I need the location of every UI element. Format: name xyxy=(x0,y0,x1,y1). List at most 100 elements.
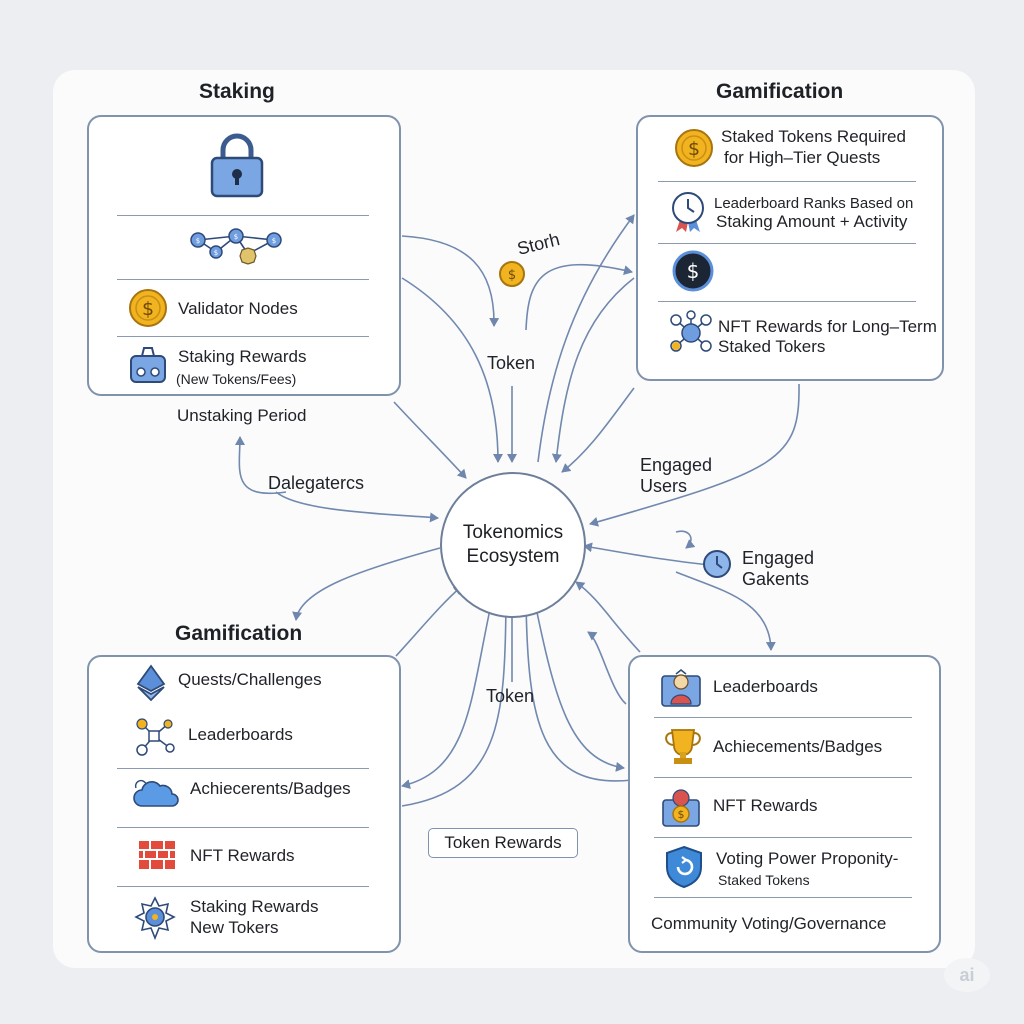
arrow-gamification-to-center-2 xyxy=(551,277,635,463)
arrow-governance-bottom-to-center xyxy=(587,631,627,705)
gamification-bottom-title: Gamification xyxy=(175,622,303,645)
svg-text:$: $ xyxy=(196,237,200,245)
svg-text:$: $ xyxy=(272,237,276,245)
watermark-logo: ai xyxy=(944,958,990,992)
svg-text:$: $ xyxy=(687,259,700,283)
arrow-gamification-to-center xyxy=(561,387,635,473)
dark-coin-icon: $ xyxy=(672,250,714,292)
arrow-gakents-curl xyxy=(675,530,696,549)
divider xyxy=(117,279,369,280)
arrow-center-to-governance xyxy=(533,597,625,772)
divider xyxy=(658,301,916,302)
token-network-icon: $ $ $ $ xyxy=(190,228,282,265)
engaged-users-label-2: Users xyxy=(640,476,688,496)
staked-tokers-label: Staked Tokers xyxy=(718,337,826,356)
arrow-engaged-gakents-to-center xyxy=(583,542,719,567)
network-nodes-icon xyxy=(136,718,175,756)
high-tier-quests-label: for High–Tier Quests xyxy=(724,148,881,167)
nft-rewards-long-term-label: NFT Rewards for Long–Term xyxy=(718,317,937,336)
arrow-center-to-gamification-2 xyxy=(525,263,633,331)
clock-medal-icon xyxy=(672,192,704,232)
arrow-governance-to-center-2 xyxy=(575,581,641,653)
arrow-staking-to-token xyxy=(401,235,500,327)
small-coin-icon: $ xyxy=(499,261,525,287)
leaderboards-bottom-label: Leaderboards xyxy=(188,725,293,744)
engaged-users-label-1: Engaged xyxy=(640,455,713,475)
arrow-gamification-bottom-to-center xyxy=(395,585,463,657)
token-rewards-label: Token Rewards xyxy=(428,828,578,858)
leaderboard-podium-icon xyxy=(661,669,701,707)
lock-icon xyxy=(210,133,264,198)
staked-tokens-gov-label: Staked Tokens xyxy=(718,872,810,888)
arrow-gam-bottom-to-center-2 xyxy=(401,601,511,807)
validator-nodes-label: Validator Nodes xyxy=(178,299,298,318)
divider xyxy=(117,336,369,337)
arrow-center-to-gamification-bottom xyxy=(292,547,441,621)
svg-text:$: $ xyxy=(688,138,700,160)
divider xyxy=(654,717,912,718)
engaged-gakents-label-2: Gakents xyxy=(742,569,810,589)
arrow-staking-bottom-to-center xyxy=(393,401,467,479)
staking-title: Staking xyxy=(199,80,275,103)
robot-wallet-icon xyxy=(130,347,166,383)
brick-icon xyxy=(139,841,175,869)
arrow-unstaking-to-delegators xyxy=(234,436,287,495)
arrow-engaged-gakents xyxy=(675,571,776,651)
center-line2: Ecosystem xyxy=(466,546,560,567)
svg-text:$: $ xyxy=(142,298,154,320)
divider xyxy=(117,215,369,216)
divider xyxy=(117,827,369,828)
staking-amount-activity-label: Staking Amount + Activity xyxy=(716,212,908,231)
center-line1: Tokenomics xyxy=(462,522,564,543)
achievements-badges-gov-label: Achiecements/Badges xyxy=(713,737,883,756)
shield-icon xyxy=(666,845,702,889)
divider xyxy=(117,886,369,887)
arrow-center-to-gamification xyxy=(537,214,635,463)
token-top-label: Token xyxy=(487,353,536,373)
divider xyxy=(658,243,916,244)
svg-text:$: $ xyxy=(234,233,238,241)
staking-rewards-sublabel: (New Tokens/Fees) xyxy=(176,371,297,387)
voting-power-label: Voting Power Proponity- xyxy=(716,849,899,868)
trophy-icon xyxy=(665,729,701,764)
leaderboards-gov-label: Leaderboards xyxy=(713,677,818,696)
nft-rewards-gov-label: NFT Rewards xyxy=(713,796,818,815)
nft-coin-icon: $ xyxy=(662,789,700,827)
staking-rewards-bottom-label: Staking Rewards xyxy=(190,897,319,916)
token-bottom-label: Token xyxy=(486,686,535,706)
quests-challenges-label: Quests/Challenges xyxy=(178,670,322,689)
nft-rewards-bottom-label: NFT Rewards xyxy=(190,846,295,865)
gold-coin-icon: $ xyxy=(675,129,713,167)
engaged-gakents-label-1: Engaged xyxy=(742,548,815,568)
stopwatch-icon xyxy=(703,550,731,578)
arrow-staking-to-center xyxy=(401,277,503,463)
divider xyxy=(117,768,369,769)
coin-dollar-icon: $ xyxy=(129,289,167,327)
svg-text:$: $ xyxy=(508,268,516,283)
divider xyxy=(654,837,912,838)
svg-text:$: $ xyxy=(678,808,685,821)
arrow-engaged-users xyxy=(589,383,800,527)
arrow-governance-to-center xyxy=(521,601,633,782)
leaderboard-ranks-label: Leaderboard Ranks Based on xyxy=(714,195,914,212)
divider xyxy=(654,897,912,898)
arrow-delegators-to-center xyxy=(275,491,439,523)
achievements-badges-bottom-label: Achiecerents/Badges xyxy=(190,779,351,798)
gamification-top-title: Gamification xyxy=(716,80,844,103)
gear-star-icon xyxy=(134,896,176,940)
staking-rewards-label: Staking Rewards xyxy=(178,347,307,366)
ethereum-icon xyxy=(136,664,166,702)
staked-tokens-required-label: Staked Tokens Required xyxy=(721,127,906,146)
delegators-label: Dalegatercs xyxy=(268,473,365,493)
divider xyxy=(654,777,912,778)
nft-network-icon xyxy=(670,310,712,352)
cloud-icon xyxy=(133,779,179,807)
divider xyxy=(658,181,916,182)
new-tokers-label: New Tokers xyxy=(190,918,279,937)
community-voting-governance-label: Community Voting/Governance xyxy=(651,914,887,933)
svg-text:$: $ xyxy=(214,249,218,257)
unstaking-period-label: Unstaking Period xyxy=(177,406,307,425)
arrow-center-to-gam-bottom-2 xyxy=(401,599,493,790)
